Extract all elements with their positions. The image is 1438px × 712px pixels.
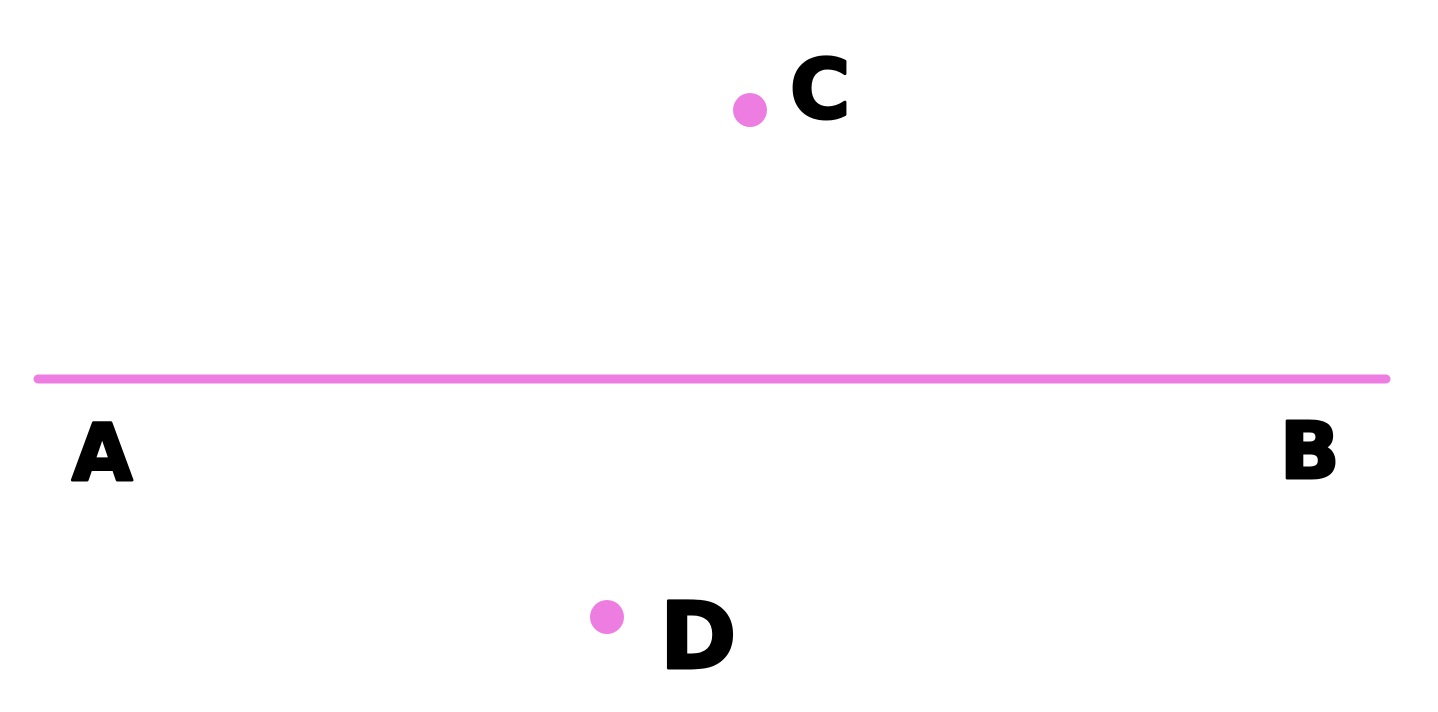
point-b-label: B — [1280, 407, 1339, 497]
point-d-label: D — [660, 583, 736, 690]
point-c-dot — [733, 93, 767, 127]
point-d-dot — [590, 600, 624, 634]
point-c-label: C — [790, 43, 850, 138]
point-a-label: A — [72, 409, 132, 499]
